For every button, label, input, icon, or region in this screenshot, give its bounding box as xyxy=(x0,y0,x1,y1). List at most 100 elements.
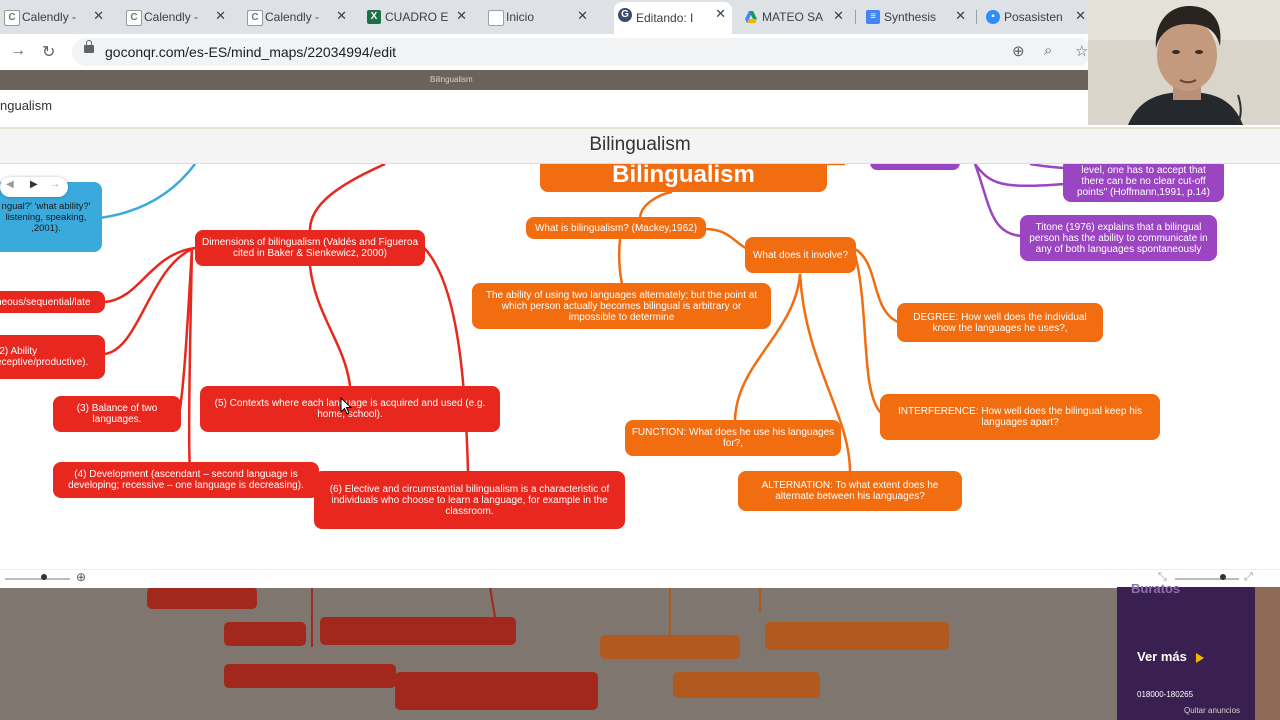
zoom-slider-right[interactable] xyxy=(1175,578,1239,580)
close-icon[interactable]: ✕ xyxy=(456,8,467,23)
mindmap-viewer: ngualism Bilingualism xyxy=(0,90,1280,588)
star-icon[interactable]: ☆ xyxy=(1075,43,1089,60)
dim-node xyxy=(320,617,516,645)
tab-mateo[interactable]: MATEO SA ✕ xyxy=(740,4,850,30)
tab-label: Calendly - xyxy=(265,10,320,24)
zoom-bar: ⊕ ⤡ ⤢ xyxy=(0,569,1280,588)
tab-label: MATEO SA xyxy=(762,10,824,24)
tab-calendly-3[interactable]: C Calendly - ✕ xyxy=(243,4,353,30)
close-icon[interactable]: ✕ xyxy=(833,8,844,23)
tab-label: Calendly - xyxy=(22,10,77,24)
close-icon[interactable]: ✕ xyxy=(1075,8,1086,23)
tab-inicio[interactable]: Inicio ✕ xyxy=(484,4,594,30)
development-node[interactable]: (4) Development (ascendant – second lang… xyxy=(53,462,319,498)
mindmap-canvas[interactable]: Bilingualism ngual?' 'what ability?' lis… xyxy=(0,164,1280,569)
close-icon[interactable]: ✕ xyxy=(715,6,726,21)
tab-divider xyxy=(855,10,856,24)
map-nav-pill: ◀ ▶ → xyxy=(0,177,68,197)
dim-node xyxy=(147,587,257,609)
url-text: goconqr.com/es-ES/mind_maps/22034994/edi… xyxy=(105,44,397,60)
calendly-icon: C xyxy=(4,10,20,26)
dimensions-node[interactable]: Dimensions of bilingualism (Valdés and F… xyxy=(195,230,425,266)
background-connectors xyxy=(199,587,761,647)
tab-synthesis[interactable]: ≡ Synthesis ✕ xyxy=(862,4,972,30)
interference-node[interactable]: INTERFERENCE: How well does the bilingua… xyxy=(880,394,1160,440)
forward-icon[interactable]: → xyxy=(10,42,26,59)
dim-node xyxy=(395,672,598,710)
tab-posasisten[interactable]: ▪ Posasisten ✕ xyxy=(982,4,1092,30)
tab-cuadro[interactable]: X CUADRO E ✕ xyxy=(363,4,473,30)
zoom-icon: ▪ xyxy=(986,10,1000,24)
webcam-video xyxy=(1088,0,1280,125)
dim-node xyxy=(224,622,306,646)
page-content: Bilingualism ngualism Bilingualism xyxy=(0,70,1280,720)
close-icon[interactable]: ✕ xyxy=(577,8,588,23)
tab-label: Posasisten xyxy=(1004,10,1063,24)
zoom-search-icon[interactable]: ⌕ xyxy=(1044,42,1053,59)
tab-editando[interactable]: G Editando: I ✕ xyxy=(614,2,732,34)
mouse-cursor xyxy=(340,397,353,415)
tab-divider xyxy=(976,10,977,24)
drive-icon xyxy=(744,10,758,24)
play-icon[interactable]: ▶ xyxy=(30,179,38,190)
page-icon xyxy=(488,10,504,26)
sequential-node[interactable]: neous/sequential/late xyxy=(0,291,105,313)
divider xyxy=(0,127,1280,129)
next-icon[interactable]: → xyxy=(50,179,60,190)
zoom-slider-knob-right[interactable] xyxy=(1220,574,1226,580)
hoffmann-node[interactable]: level, one has to accept that there can … xyxy=(1063,164,1224,202)
address-bar[interactable]: goconqr.com/es-ES/mind_maps/22034994/edi… xyxy=(72,38,1092,66)
tab-calendly-2[interactable]: C Calendly - ✕ xyxy=(122,4,232,30)
document-title: ngualism xyxy=(0,98,53,113)
connector-lines xyxy=(89,164,1101,473)
close-icon[interactable]: ✕ xyxy=(955,8,966,23)
involve-node[interactable]: What does it involve? xyxy=(745,237,856,273)
remove-ads-link[interactable]: Quitar anuncios xyxy=(1184,706,1241,715)
install-icon[interactable]: ⊕ xyxy=(1012,43,1025,60)
ad-image xyxy=(1255,587,1280,720)
contexts-node[interactable]: (5) Contexts where each language is acqu… xyxy=(200,386,500,432)
back-icon[interactable]: ◀ xyxy=(6,179,14,190)
map-title-bar: Bilingualism xyxy=(0,129,1280,164)
dim-node xyxy=(600,635,740,659)
elective-node[interactable]: (6) Elective and circumstantial bilingua… xyxy=(314,471,625,529)
close-icon[interactable]: ✕ xyxy=(93,8,104,23)
zoom-slider-left[interactable] xyxy=(5,578,70,580)
alternation-node[interactable]: ALTERNATION: To what extent does he alte… xyxy=(738,471,962,511)
purple-node[interactable] xyxy=(870,164,960,170)
function-node[interactable]: FUNCTION: What does he use his languages… xyxy=(625,420,841,456)
titone-node[interactable]: Titone (1976) explains that a bilingual … xyxy=(1020,215,1217,261)
ad-banner[interactable]: Buratos Ver más 018000-180265 xyxy=(1117,581,1280,720)
map-title: Bilingualism xyxy=(589,134,691,155)
minimize-icon[interactable]: ⤡ xyxy=(1158,571,1167,583)
mini-map-title: Bilingualism xyxy=(430,75,473,84)
docs-icon: ≡ xyxy=(866,10,880,24)
degree-node[interactable]: DEGREE: How well does the individual kno… xyxy=(897,303,1103,342)
lock-icon xyxy=(84,40,94,53)
reload-icon[interactable]: ↻ xyxy=(42,44,56,61)
ability-node[interactable]: (2) Ability eceptive/productive). xyxy=(0,335,105,379)
close-icon[interactable]: ✕ xyxy=(215,8,226,23)
tab-label: Editando: I xyxy=(636,11,694,25)
balance-node[interactable]: (3) Balance of two languages. xyxy=(53,396,181,432)
zoom-in-icon[interactable]: ⊕ xyxy=(76,570,87,584)
browser-toolbar: → ↻ goconqr.com/es-ES/mind_maps/22034994… xyxy=(0,34,1280,70)
dim-node xyxy=(224,664,396,688)
central-node[interactable]: Bilingualism xyxy=(540,164,827,192)
zoom-slider-knob[interactable] xyxy=(41,574,47,580)
ad-brand: Buratos xyxy=(1131,581,1181,596)
goconqr-icon: G xyxy=(618,8,632,22)
tab-label: Inicio xyxy=(506,10,535,24)
tab-calendly-1[interactable]: C Calendly - ✕ xyxy=(0,4,110,30)
close-icon[interactable]: ✕ xyxy=(336,8,347,23)
tab-label: Calendly - xyxy=(144,10,199,24)
what-is-node[interactable]: What is bilingualism? (Mackey,1962) xyxy=(526,217,706,239)
browser-tab-strip: C Calendly - ✕ C Calendly - ✕ C Calendly… xyxy=(0,0,1280,34)
dim-node xyxy=(765,622,949,650)
ad-cta[interactable]: Ver más xyxy=(1137,649,1187,664)
tab-label: Synthesis xyxy=(884,10,937,24)
definition-node[interactable]: The ability of using two languages alter… xyxy=(472,283,771,329)
fit-icon[interactable]: ⤢ xyxy=(1244,571,1253,583)
webcam-overlay xyxy=(1088,0,1280,125)
calendly-icon: C xyxy=(126,10,142,26)
